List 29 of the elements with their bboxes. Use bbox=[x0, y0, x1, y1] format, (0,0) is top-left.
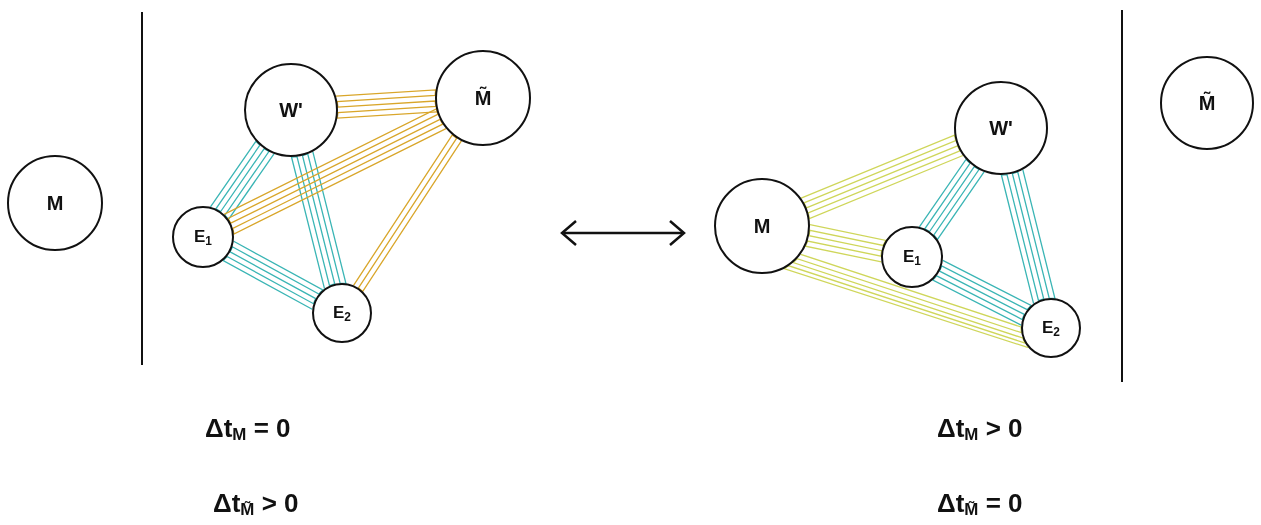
node-label: E$_{2}$ bbox=[1042, 317, 1060, 339]
node-label: W' bbox=[989, 116, 1013, 140]
node-label: M̃ bbox=[1198, 91, 1216, 115]
formula-label: Δt$_{M̃}$ > 0 bbox=[213, 488, 299, 521]
line-bundle bbox=[918, 158, 985, 241]
node-label: M̃ bbox=[474, 86, 492, 110]
circle-node bbox=[172, 206, 234, 268]
line-bundle bbox=[222, 240, 324, 310]
line-bundle bbox=[800, 134, 964, 220]
circle-node bbox=[881, 226, 943, 288]
formula-label: Δt$_{M}$ = 0 bbox=[205, 413, 291, 446]
node-label: E$_{2}$ bbox=[333, 302, 351, 324]
line-bundle bbox=[1000, 169, 1056, 305]
line-bundle bbox=[804, 224, 887, 263]
node-label: W' bbox=[279, 98, 303, 122]
line-bundle bbox=[931, 259, 1033, 326]
line-bundle bbox=[290, 150, 347, 290]
node-label: M bbox=[46, 191, 64, 215]
line-bundle bbox=[352, 133, 463, 293]
node-label: E$_{1}$ bbox=[194, 226, 212, 248]
circle-node bbox=[312, 283, 372, 343]
node-label: E$_{1}$ bbox=[903, 246, 921, 268]
formula-label: Δt$_{M}$ > 0 bbox=[937, 413, 1023, 446]
circle-node bbox=[1021, 298, 1081, 358]
line-bundle bbox=[209, 140, 275, 221]
line-bundle bbox=[335, 89, 438, 119]
formula-label: Δt$_{M̃}$ = 0 bbox=[937, 488, 1023, 521]
line-bundle bbox=[223, 107, 447, 235]
node-label: M bbox=[753, 214, 771, 238]
